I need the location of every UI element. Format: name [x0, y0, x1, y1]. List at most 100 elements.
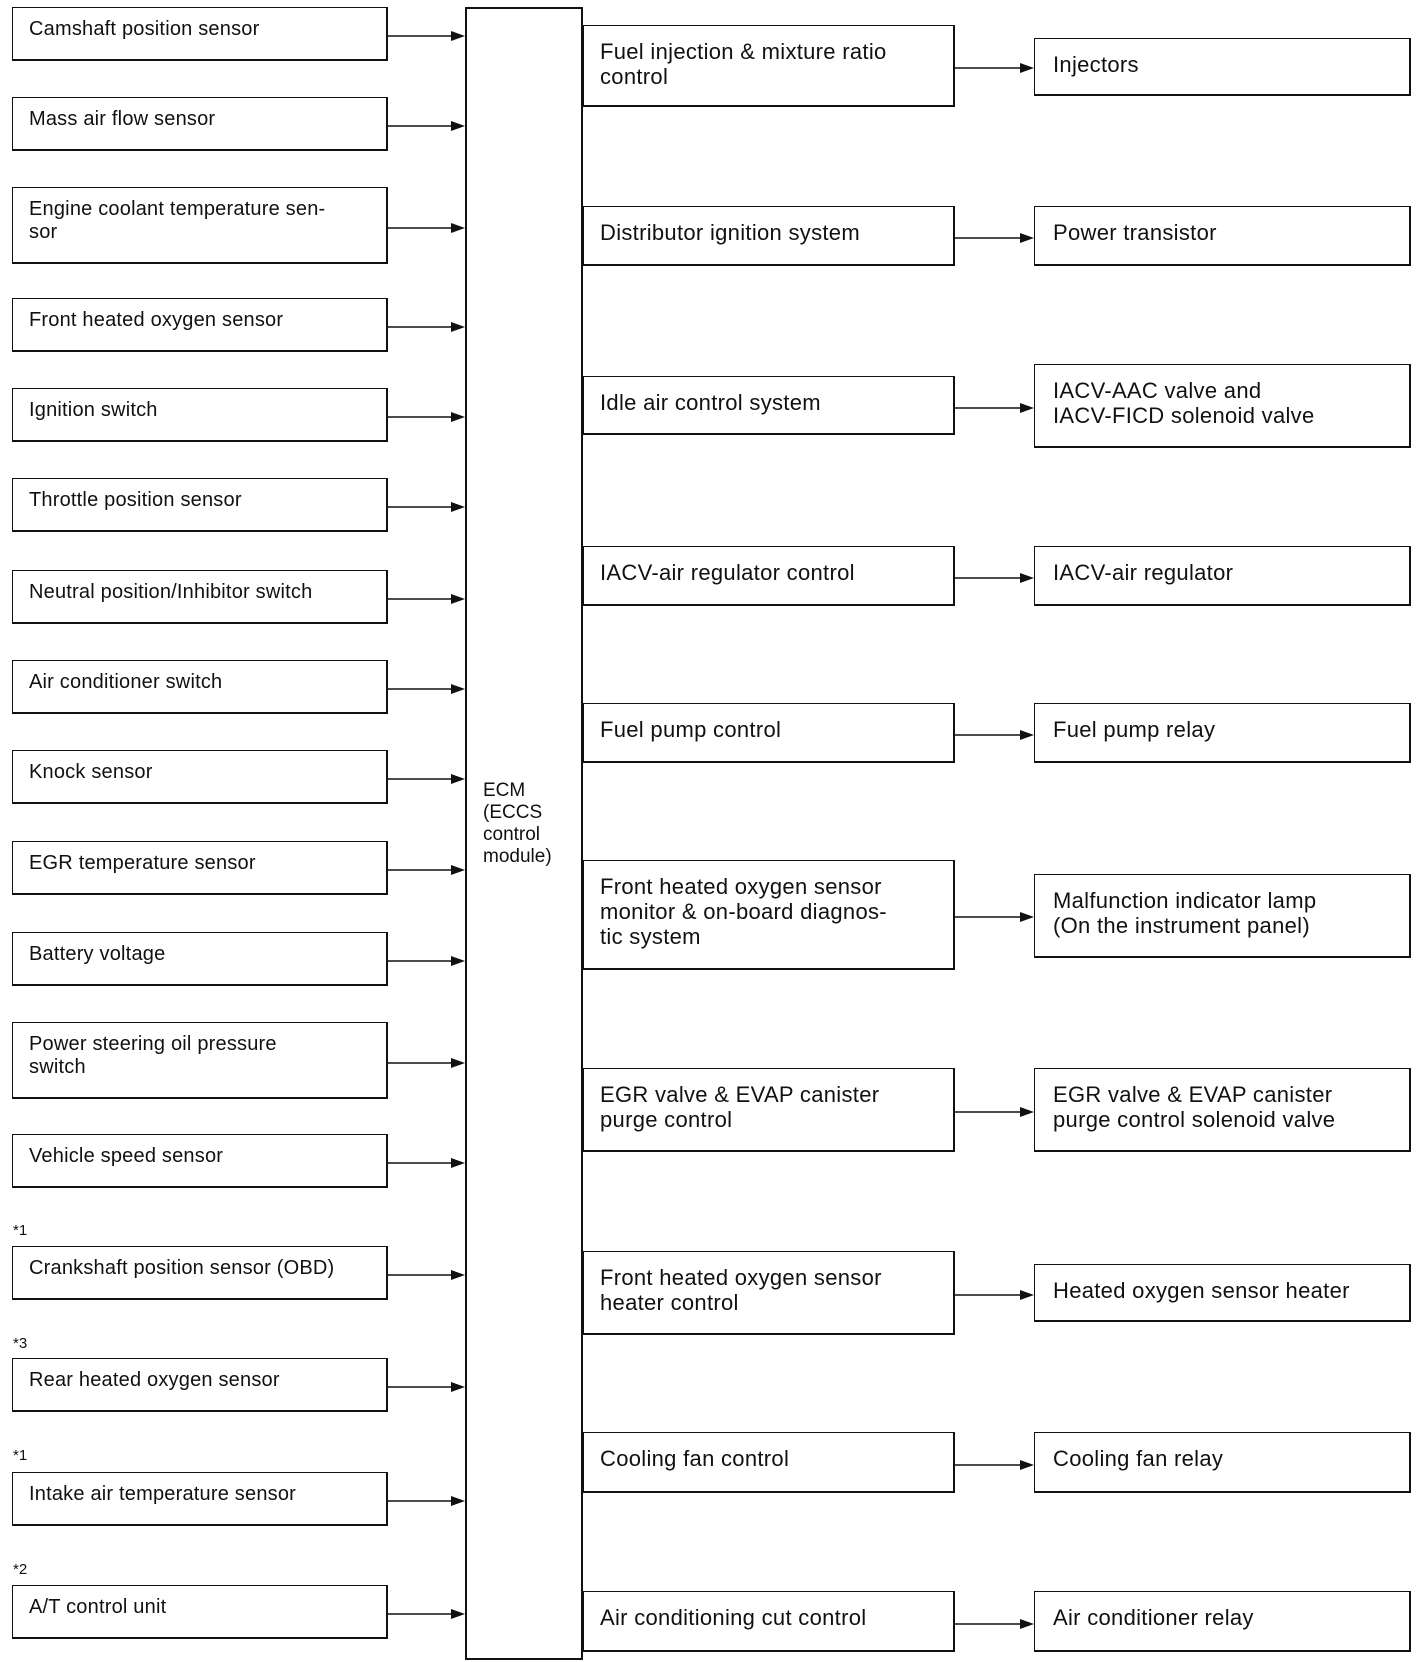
- control-box: Front heated oxygen sensor heater contro…: [583, 1251, 955, 1335]
- input-label: Engine coolant temperature sen- sor: [29, 198, 326, 243]
- input-label: Front heated oxygen sensor: [29, 309, 284, 331]
- output-box: EGR valve & EVAP canister purge control …: [1034, 1068, 1411, 1152]
- output-box: Fuel pump relay: [1034, 703, 1411, 763]
- output-arrow: [955, 1460, 1034, 1470]
- control-box: Front heated oxygen sensor monitor & on-…: [583, 860, 955, 970]
- control-label: Idle air control system: [600, 390, 821, 415]
- input-arrow: [388, 865, 465, 875]
- output-label: Cooling fan relay: [1053, 1446, 1224, 1471]
- output-arrow: [955, 63, 1034, 73]
- output-arrow: [955, 1290, 1034, 1300]
- output-label: Injectors: [1053, 52, 1139, 77]
- output-box: Injectors: [1034, 38, 1411, 96]
- input-arrow: [388, 774, 465, 784]
- input-box: Throttle position sensor: [12, 478, 388, 532]
- input-label: Intake air temperature sensor: [29, 1483, 297, 1505]
- output-arrow: [955, 573, 1034, 583]
- input-arrow: [388, 1609, 465, 1619]
- footnote-marker: *1: [13, 1447, 28, 1464]
- input-box: EGR temperature sensor: [12, 841, 388, 895]
- output-box: Power transistor: [1034, 206, 1411, 266]
- output-arrow: [955, 1619, 1034, 1629]
- input-arrow: [388, 223, 465, 233]
- output-arrow: [955, 912, 1034, 922]
- control-box: EGR valve & EVAP canister purge control: [583, 1068, 955, 1152]
- output-box: Air conditioner relay: [1034, 1591, 1411, 1652]
- output-arrow: [955, 1107, 1034, 1117]
- control-box: Cooling fan control: [583, 1432, 955, 1493]
- input-label: Air conditioner switch: [29, 671, 223, 693]
- input-arrow: [388, 684, 465, 694]
- control-label: Front heated oxygen sensor heater contro…: [600, 1265, 882, 1315]
- input-box: Rear heated oxygen sensor: [12, 1358, 388, 1412]
- input-arrow: [388, 1058, 465, 1068]
- input-arrow: [388, 31, 465, 41]
- output-arrow: [955, 730, 1034, 740]
- output-box: Heated oxygen sensor heater: [1034, 1264, 1411, 1322]
- control-label: Front heated oxygen sensor monitor & on-…: [600, 874, 887, 949]
- output-label: EGR valve & EVAP canister purge control …: [1053, 1082, 1336, 1132]
- input-arrow: [388, 502, 465, 512]
- control-box: Idle air control system: [583, 376, 955, 435]
- control-label: Fuel injection & mixture ratio control: [600, 39, 887, 89]
- input-label: Power steering oil pressure switch: [29, 1033, 277, 1078]
- input-label: Crankshaft position sensor (OBD): [29, 1257, 335, 1279]
- input-label: Throttle position sensor: [29, 489, 242, 511]
- output-box: Malfunction indicator lamp (On the instr…: [1034, 874, 1411, 958]
- footnote-marker: *3: [13, 1335, 28, 1352]
- input-box: Crankshaft position sensor (OBD): [12, 1246, 388, 1300]
- input-box: Ignition switch: [12, 388, 388, 442]
- input-arrow: [388, 322, 465, 332]
- input-label: Mass air flow sensor: [29, 108, 216, 130]
- input-box: Battery voltage: [12, 932, 388, 986]
- input-label: Battery voltage: [29, 943, 166, 965]
- input-arrow: [388, 121, 465, 131]
- output-label: Fuel pump relay: [1053, 717, 1216, 742]
- input-box: Air conditioner switch: [12, 660, 388, 714]
- input-label: Neutral position/Inhibitor switch: [29, 581, 313, 603]
- input-label: Ignition switch: [29, 399, 158, 421]
- control-box: Air conditioning cut control: [583, 1591, 955, 1652]
- input-label: A/T control unit: [29, 1596, 167, 1618]
- control-box: IACV-air regulator control: [583, 546, 955, 606]
- output-label: Heated oxygen sensor heater: [1053, 1278, 1350, 1303]
- input-label: EGR temperature sensor: [29, 852, 256, 874]
- input-arrow: [388, 412, 465, 422]
- control-label: Air conditioning cut control: [600, 1605, 867, 1630]
- input-label: Knock sensor: [29, 761, 153, 783]
- control-box: Fuel injection & mixture ratio control: [583, 25, 955, 107]
- input-label: Rear heated oxygen sensor: [29, 1369, 280, 1391]
- control-label: Distributor ignition system: [600, 220, 860, 245]
- input-label: Camshaft position sensor: [29, 18, 260, 40]
- input-box: Neutral position/Inhibitor switch: [12, 570, 388, 624]
- ecm-box: [465, 7, 583, 1660]
- output-label: Power transistor: [1053, 220, 1217, 245]
- output-box: IACV-AAC valve and IACV-FICD solenoid va…: [1034, 364, 1411, 448]
- output-arrow: [955, 403, 1034, 413]
- output-box: IACV-air regulator: [1034, 546, 1411, 606]
- output-label: Air conditioner relay: [1053, 1605, 1254, 1630]
- footnote-marker: *1: [13, 1222, 28, 1239]
- input-label: Vehicle speed sensor: [29, 1145, 224, 1167]
- control-box: Distributor ignition system: [583, 206, 955, 266]
- output-label: IACV-air regulator: [1053, 560, 1234, 585]
- input-arrow: [388, 1496, 465, 1506]
- input-box: Intake air temperature sensor: [12, 1472, 388, 1526]
- output-label: Malfunction indicator lamp (On the instr…: [1053, 888, 1317, 938]
- input-box: Knock sensor: [12, 750, 388, 804]
- input-arrow: [388, 594, 465, 604]
- control-label: Cooling fan control: [600, 1446, 790, 1471]
- input-arrow: [388, 1158, 465, 1168]
- output-label: IACV-AAC valve and IACV-FICD solenoid va…: [1053, 378, 1315, 428]
- ecm-label: ECM (ECCS control module): [483, 780, 552, 867]
- control-box: Fuel pump control: [583, 703, 955, 763]
- control-label: EGR valve & EVAP canister purge control: [600, 1082, 880, 1132]
- input-box: Front heated oxygen sensor: [12, 298, 388, 352]
- input-box: Power steering oil pressure switch: [12, 1022, 388, 1099]
- output-arrow: [955, 233, 1034, 243]
- input-box: A/T control unit: [12, 1585, 388, 1639]
- input-box: Camshaft position sensor: [12, 7, 388, 61]
- output-box: Cooling fan relay: [1034, 1432, 1411, 1493]
